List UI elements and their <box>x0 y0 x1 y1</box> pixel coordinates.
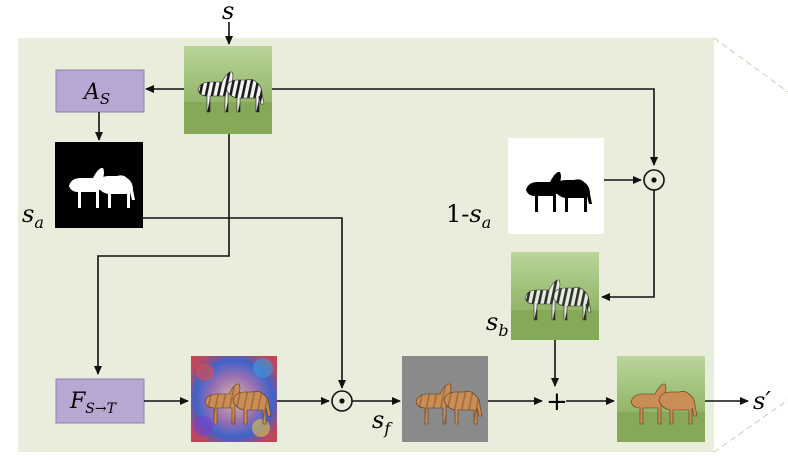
svg-text:FS→T: FS→T <box>69 389 118 417</box>
photo-to-translator-arrow <box>94 134 230 375</box>
translator-box: FS→T <box>55 378 145 424</box>
input-label: s <box>222 0 234 25</box>
attention-box: AS <box>55 69 145 113</box>
inverse-mask <box>508 138 604 234</box>
translator-box-main: F <box>69 389 86 414</box>
inverse-mask-sub: a <box>482 213 492 232</box>
mask-label-sub: a <box>34 213 44 232</box>
photo-to-top-multiply-arrow <box>272 88 658 166</box>
background-label-sub: b <box>498 321 508 340</box>
foreground-label: sf <box>372 406 393 438</box>
attention-box-sub: S <box>100 90 110 108</box>
attention-mask <box>55 142 143 228</box>
multiply-to-background-arrow <box>601 190 655 301</box>
mask-label-main: s <box>22 200 34 228</box>
foreground-label-sub: f <box>383 419 393 438</box>
add-symbol: + <box>546 387 568 417</box>
background-image <box>511 252 599 340</box>
svg-text:AS: AS <box>82 80 110 108</box>
translated-image <box>191 356 277 442</box>
inverse-mask-label: 1-sa <box>446 200 491 232</box>
background-label: sb <box>486 308 509 340</box>
zebra-photo <box>184 46 272 134</box>
attention-box-main: A <box>82 80 100 105</box>
output-image <box>617 356 705 442</box>
translator-box-sub: S→T <box>85 401 117 417</box>
inverse-mask-prefix: 1- <box>446 200 469 228</box>
foreground-label-main: s <box>372 406 384 434</box>
foreground-image <box>402 356 488 442</box>
background-label-main: s <box>486 308 498 336</box>
output-label: s′ <box>753 387 771 415</box>
inverse-mask-main: s <box>469 200 481 228</box>
mask-label: sa <box>22 200 44 232</box>
mask-to-multiply-arrow <box>143 217 346 389</box>
